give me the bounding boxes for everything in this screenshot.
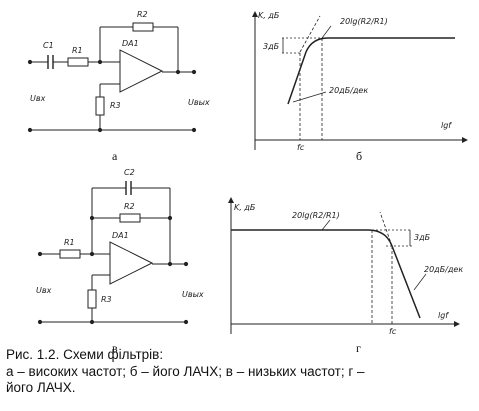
x-axis-label: lgf bbox=[438, 311, 449, 320]
label-r1: R1 bbox=[64, 238, 75, 247]
graph-low-pass-labels: K, дБ lgf fс 3дБ 20lg(R2/R1) 20дБ/дек г bbox=[234, 203, 463, 355]
r1-resistor bbox=[59, 249, 81, 259]
label-uout: Uвых bbox=[188, 98, 210, 107]
y-axis-label: K, дБ bbox=[234, 203, 256, 212]
label-uout: Uвых bbox=[182, 290, 204, 299]
panel-letter-d: г bbox=[356, 341, 361, 355]
r3-resistor bbox=[95, 96, 105, 116]
cutoff-label: fс bbox=[297, 143, 305, 152]
r3-resistor bbox=[87, 289, 97, 309]
panel-letter-b: б bbox=[356, 149, 362, 163]
y-axis-label: K, дБ bbox=[258, 11, 280, 20]
label-slope: 20дБ/дек bbox=[329, 86, 368, 95]
output-terminal bbox=[191, 69, 197, 75]
label-slope: 20дБ/дек bbox=[424, 265, 463, 274]
r2-resistor bbox=[119, 213, 141, 223]
label-asymptote: 20lg(R2/R1) bbox=[292, 211, 340, 220]
opamp-da1 bbox=[119, 49, 164, 93]
caption-line-3: його ЛАЧХ. bbox=[6, 380, 76, 395]
label-3db: 3дБ bbox=[414, 233, 431, 242]
caption-title: Рис. 1.2. Схеми фільтрів: bbox=[6, 347, 164, 362]
circuit-low-pass-labels: C2 R2 R1 DA1 R3 Uвх Uвых в bbox=[36, 168, 204, 355]
label-uin: Uвх bbox=[30, 94, 46, 103]
opamp-da1 bbox=[109, 241, 154, 285]
label-r2: R2 bbox=[137, 10, 148, 19]
circuit-low-pass bbox=[37, 181, 189, 325]
label-r1: R1 bbox=[72, 46, 83, 55]
graph-high-pass-labels: K, дБ lgf fс 3дБ 20lg(R2/R1) 20дБ/дек б bbox=[258, 11, 452, 163]
label-r3: R3 bbox=[101, 295, 112, 304]
graph-high-pass-response bbox=[252, 11, 468, 150]
label-asymptote: 20lg(R2/R1) bbox=[340, 17, 388, 26]
graph-low-pass-response bbox=[228, 197, 460, 334]
label-r2: R2 bbox=[124, 202, 135, 211]
label-r3: R3 bbox=[110, 101, 121, 110]
caption-line-2: а – високих частот; б – його ЛАЧХ; в – н… bbox=[6, 363, 365, 379]
panel-letter-a: а bbox=[112, 149, 118, 163]
x-axis-label: lgf bbox=[441, 121, 452, 130]
label-uin: Uвх bbox=[36, 286, 52, 295]
response-curve bbox=[287, 37, 455, 105]
r1-resistor bbox=[67, 57, 89, 67]
circuit-high-pass bbox=[27, 22, 197, 133]
output-terminal bbox=[183, 261, 189, 267]
label-c1: C1 bbox=[43, 41, 54, 50]
r2-resistor bbox=[132, 22, 154, 32]
panel-letter-c: в bbox=[112, 341, 118, 355]
cutoff-label: fс bbox=[389, 327, 397, 336]
circuit-high-pass-labels: C1 R1 R2 DA1 R3 Uвх Uвых а bbox=[30, 10, 210, 163]
label-c2: C2 bbox=[124, 168, 135, 177]
label-3db: 3дБ bbox=[263, 42, 280, 51]
figure-caption: Рис. 1.2. Схеми фільтрів: а – високих ча… bbox=[6, 347, 476, 397]
label-da1: DA1 bbox=[112, 231, 129, 240]
label-da1: DA1 bbox=[122, 39, 139, 48]
